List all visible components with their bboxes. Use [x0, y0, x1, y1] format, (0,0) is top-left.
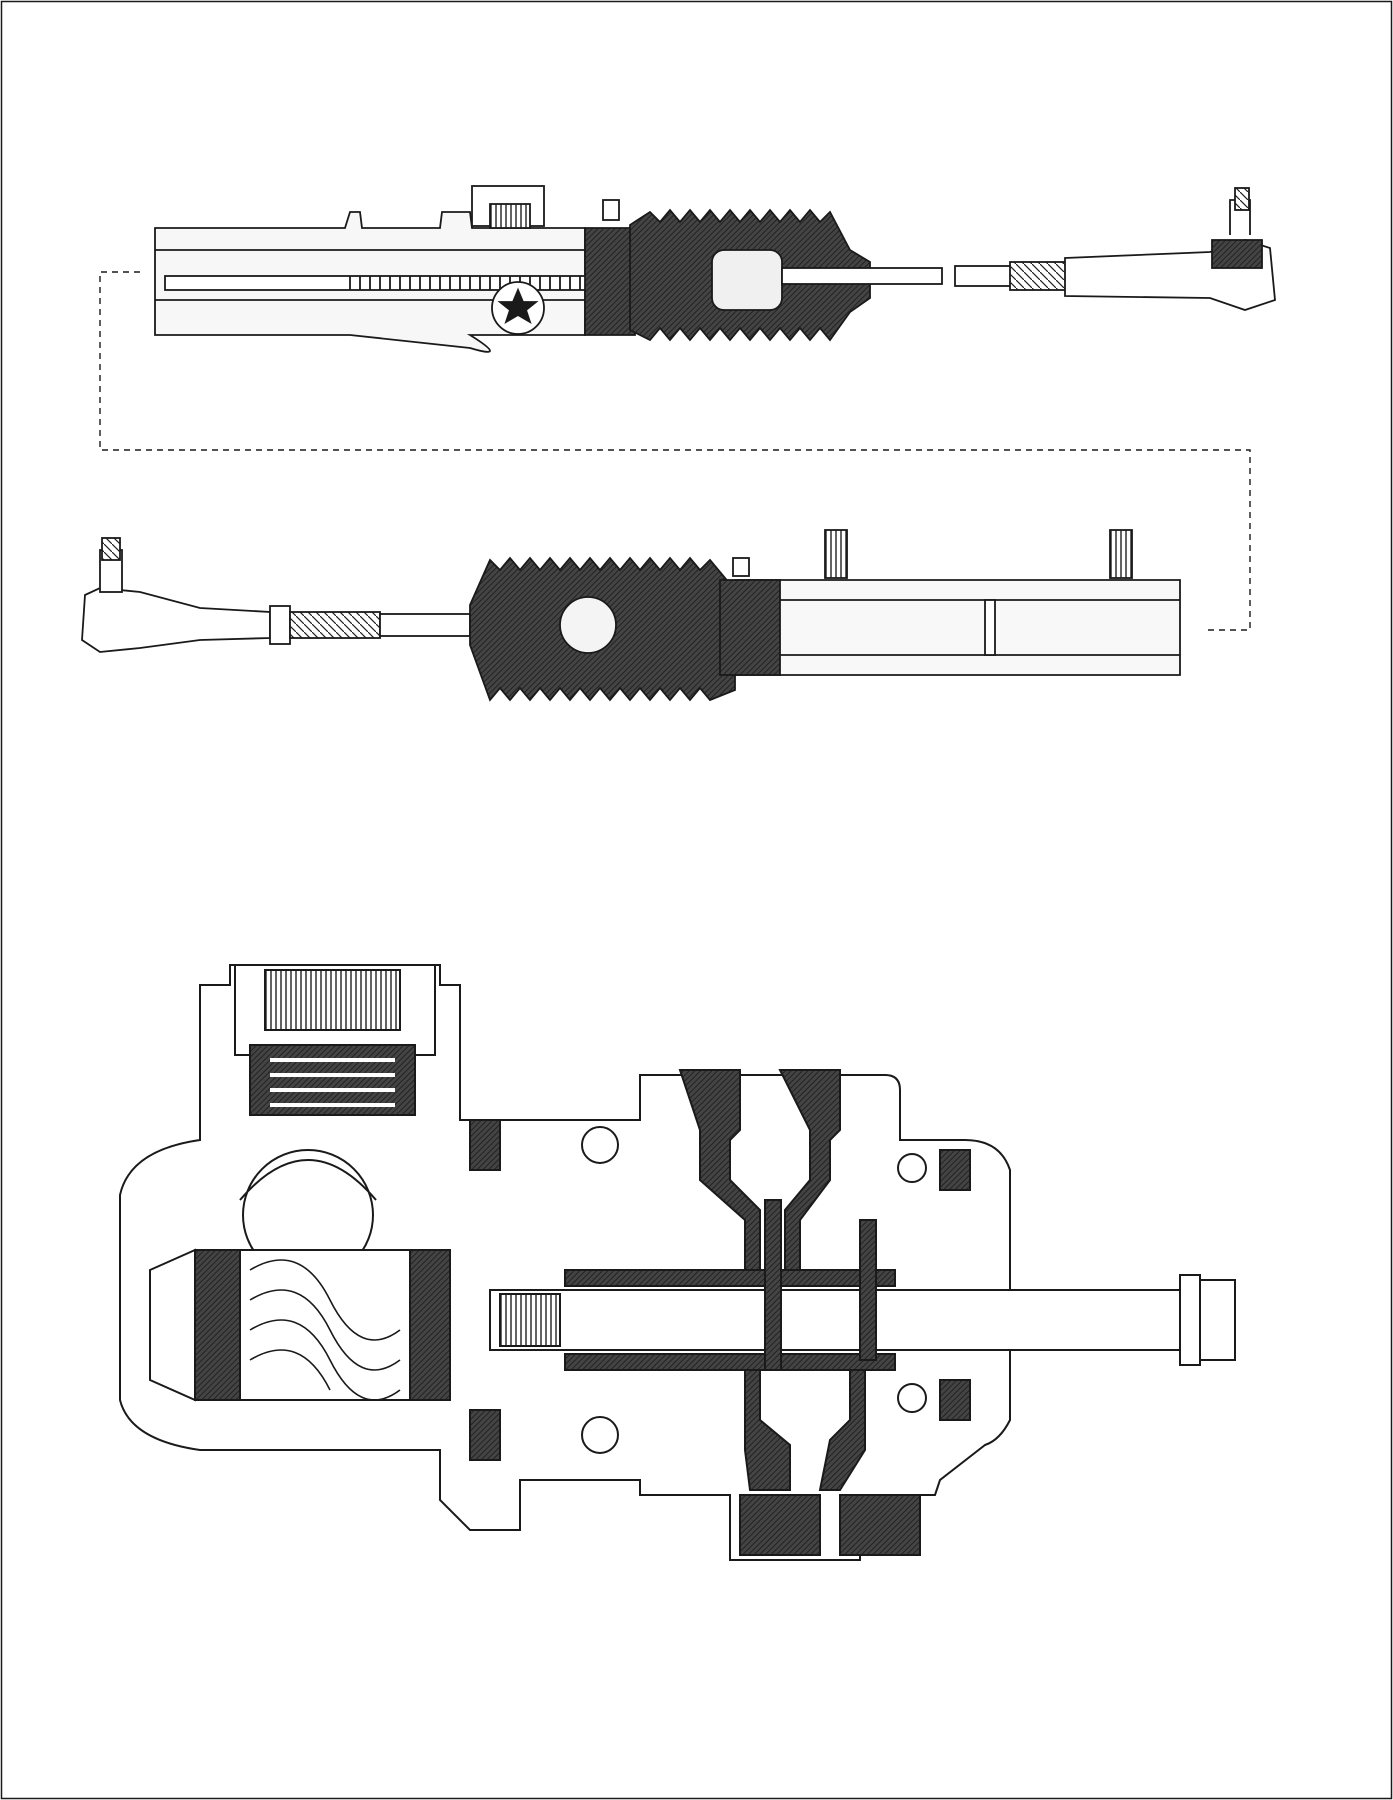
tab-clip	[602, 199, 620, 221]
pinion-star	[497, 287, 539, 324]
tab-clip	[732, 557, 750, 577]
left-tie-rod-end	[81, 587, 271, 653]
upper-rack-assembly	[154, 185, 1276, 353]
upper-port-fitting	[778, 1069, 841, 1271]
yoke-arc	[239, 1159, 377, 1201]
shaft-end-block	[1179, 1274, 1201, 1366]
shaft-end-cap	[1199, 1279, 1236, 1361]
yoke-cap	[264, 969, 401, 1031]
bearing-ball	[581, 1126, 619, 1164]
lower-port-fitting	[744, 1369, 791, 1491]
cylinder-housing	[734, 579, 1181, 676]
left-nut	[269, 605, 291, 645]
valve-sleeve-top	[564, 1269, 896, 1287]
pinion-section-right	[409, 1249, 451, 1401]
tie-rod	[781, 267, 943, 285]
left-rod	[379, 613, 471, 637]
stud-thread	[1234, 187, 1250, 211]
helical-pinion	[239, 1249, 411, 1401]
pinion-valve-assembly	[119, 964, 1236, 1561]
lower-port-body	[739, 1494, 821, 1556]
bearing-ball	[897, 1153, 927, 1183]
left-thread	[289, 611, 381, 639]
lower-port-fitting	[818, 1369, 866, 1491]
bearing-ball	[897, 1383, 927, 1413]
seal-lower-right	[939, 1379, 971, 1421]
upper-port-fitting	[678, 1069, 761, 1271]
lower-cylinder-assembly	[81, 529, 1181, 702]
center-channel	[859, 1219, 877, 1361]
cylinder-section	[719, 579, 781, 676]
valve-sleeve-bottom	[564, 1353, 896, 1371]
bearing-ball	[581, 1416, 619, 1454]
pinion-section-left	[194, 1249, 241, 1401]
port-fitting-left	[824, 529, 848, 579]
lower-port-body-2	[839, 1494, 921, 1556]
adjuster-spring	[489, 203, 531, 229]
piston	[984, 599, 996, 656]
inner-joint	[711, 249, 783, 311]
helix-lines	[249, 1259, 401, 1401]
seal-lower-left	[469, 1409, 501, 1461]
inner-ball	[559, 596, 617, 654]
seal-upper-right	[939, 1149, 971, 1191]
end-boot	[1211, 239, 1263, 269]
housing-section-fill	[584, 227, 636, 336]
shaft-spline	[499, 1293, 561, 1347]
left-stud-thread	[101, 537, 121, 561]
pinion-tip	[149, 1248, 196, 1402]
yoke-spring	[270, 1058, 395, 1107]
dashed-connector	[99, 271, 1251, 631]
center-channel	[764, 1199, 782, 1371]
port-fitting-right	[1109, 529, 1133, 579]
seal-upper-left	[469, 1119, 501, 1171]
